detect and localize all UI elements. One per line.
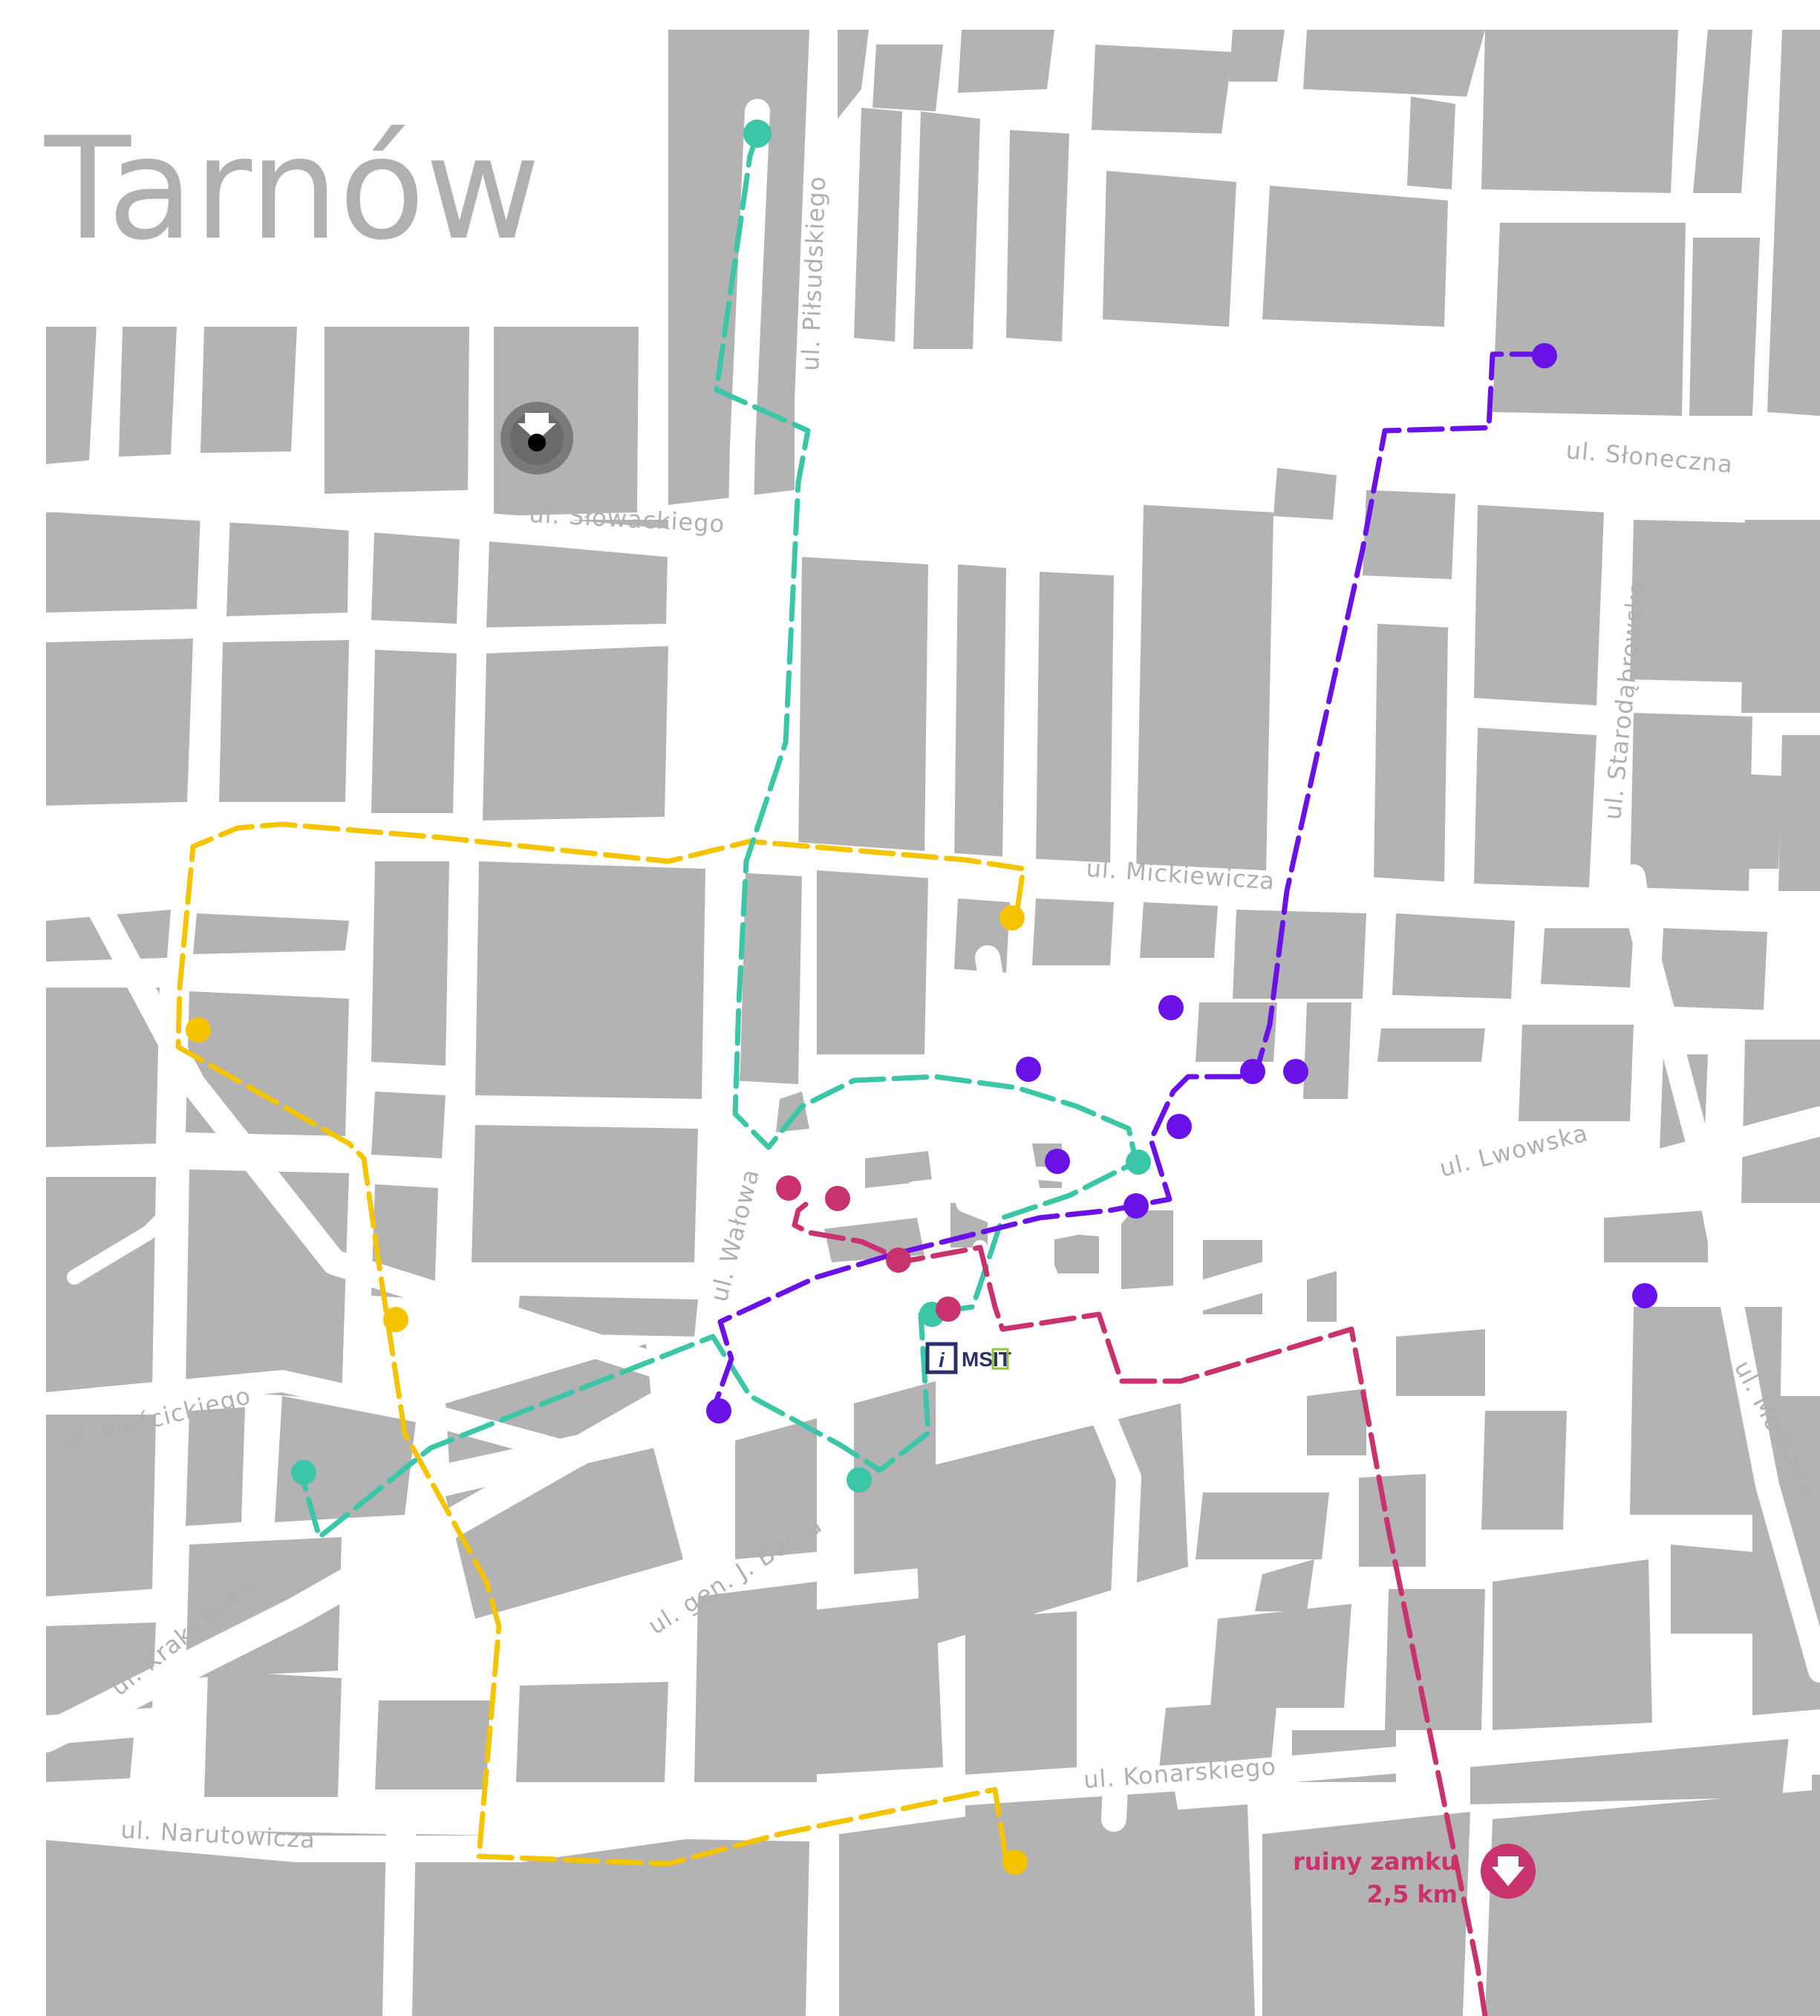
route-point-purple[interactable] bbox=[706, 1398, 731, 1423]
route-point-yellow[interactable] bbox=[186, 1017, 211, 1043]
route-point-magenta[interactable] bbox=[886, 1247, 911, 1273]
destination-line2: 2,5 km bbox=[1367, 1880, 1458, 1908]
route-yellow bbox=[175, 821, 1026, 1867]
route-point-purple[interactable] bbox=[1123, 1193, 1149, 1219]
street-network bbox=[31, 99, 1820, 1862]
route-point-purple[interactable] bbox=[1158, 995, 1184, 1020]
route-point-purple[interactable] bbox=[1016, 1057, 1041, 1082]
castle-pin-icon[interactable] bbox=[1481, 1844, 1536, 1899]
route-point-magenta[interactable] bbox=[825, 1186, 850, 1211]
castle-ruins-destination[interactable]: ruiny zamku 2,5 km bbox=[1293, 1844, 1536, 1908]
route-magenta bbox=[792, 1201, 1488, 2016]
route-point-yellow[interactable] bbox=[1002, 1850, 1028, 1875]
location-marker-icon[interactable] bbox=[500, 402, 573, 474]
destination-line1: ruiny zamku bbox=[1293, 1847, 1458, 1876]
route-point-teal[interactable] bbox=[291, 1460, 316, 1485]
street-label-pilsudskiego: ul. Piłsudskiego bbox=[796, 175, 831, 371]
route-purple bbox=[710, 351, 1547, 1414]
info-brand-label: MSIT bbox=[962, 1348, 1011, 1371]
route-point-purple[interactable] bbox=[1532, 343, 1557, 368]
route-point-yellow[interactable] bbox=[999, 905, 1025, 930]
map-title: Tarnów bbox=[44, 107, 541, 271]
route-points bbox=[186, 120, 1657, 1875]
title-card: Tarnów bbox=[0, 0, 665, 319]
route-teal bbox=[301, 131, 1139, 1540]
info-i-letter: i bbox=[939, 1348, 945, 1371]
city-blocks bbox=[46, 30, 1820, 2016]
route-point-magenta[interactable] bbox=[936, 1296, 961, 1322]
tourist-information-icon[interactable]: i MSIT bbox=[925, 1342, 1036, 1374]
route-point-magenta[interactable] bbox=[776, 1175, 801, 1201]
route-point-teal[interactable] bbox=[743, 120, 772, 148]
route-point-purple[interactable] bbox=[1283, 1059, 1308, 1084]
route-point-purple[interactable] bbox=[1632, 1283, 1657, 1308]
route-point-purple[interactable] bbox=[1167, 1114, 1192, 1139]
route-point-teal[interactable] bbox=[847, 1467, 872, 1493]
route-point-purple[interactable] bbox=[1045, 1149, 1070, 1174]
route-point-purple[interactable] bbox=[1240, 1059, 1265, 1084]
tourist-routes bbox=[175, 131, 1547, 2016]
route-point-yellow[interactable] bbox=[383, 1307, 408, 1332]
route-point-teal[interactable] bbox=[1126, 1149, 1151, 1175]
